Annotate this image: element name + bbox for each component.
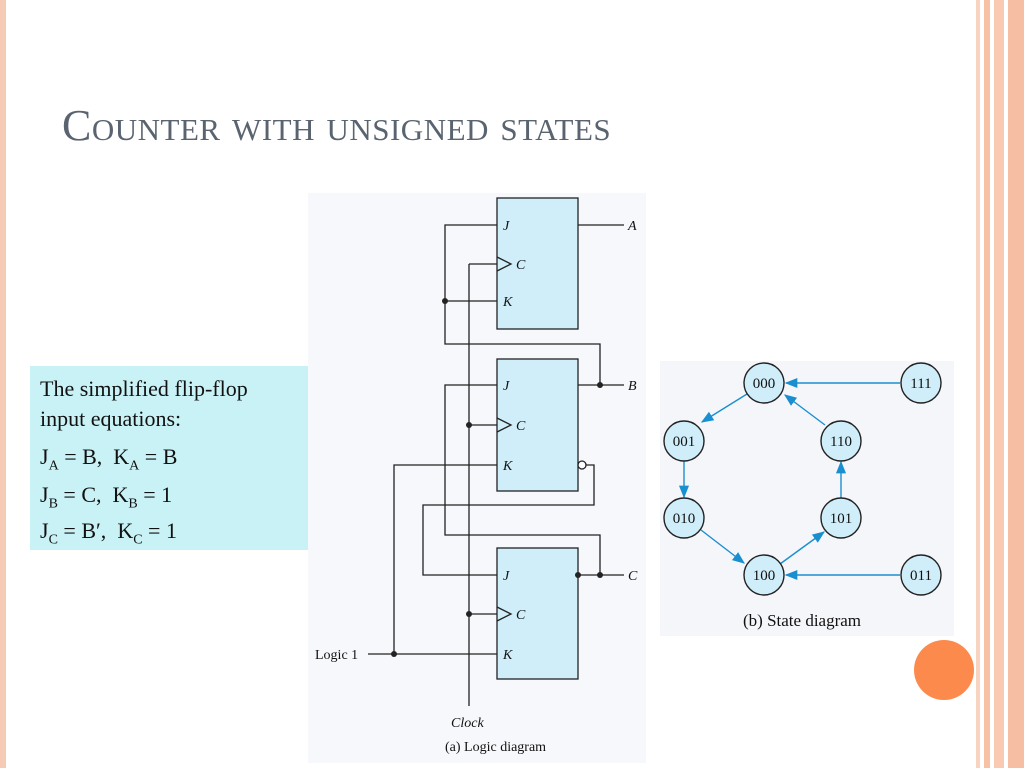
k-sub: A — [129, 458, 140, 474]
state-diagram-background — [660, 361, 954, 636]
k-var: K — [112, 482, 129, 507]
k-var: K — [117, 518, 134, 543]
left-border — [0, 0, 6, 768]
k-var: K — [113, 444, 130, 469]
equations-intro-line-1: The simplified flip-flop — [40, 376, 248, 401]
j-sub: A — [48, 458, 59, 474]
clock-label: Clock — [451, 716, 484, 731]
pin-k-b: K — [502, 459, 513, 474]
j-sub: B — [48, 496, 58, 512]
k-value: = 1 — [137, 482, 173, 507]
state-label-000: 000 — [753, 376, 776, 392]
clock-triangle-b — [496, 417, 513, 433]
j-var: J — [40, 518, 49, 543]
wire-bprime-to-jc — [422, 464, 595, 576]
pin-j-c: J — [503, 569, 510, 584]
logic-diagram — [368, 197, 624, 706]
pin-k-c: K — [502, 648, 513, 663]
complement-bubble — [577, 460, 587, 470]
state-label-010: 010 — [673, 511, 696, 527]
state-label-100: 100 — [753, 568, 776, 584]
k-sub: B — [128, 496, 138, 512]
state-node-110 — [820, 420, 862, 462]
k-value: = 1 — [142, 518, 177, 543]
equations-intro-line-2: input equations: — [40, 406, 182, 431]
state-node-010 — [663, 497, 705, 539]
wire-b-to-ja-ka — [444, 224, 601, 385]
equation-row-a: JA = B, KA = B — [40, 444, 177, 474]
state-node-001 — [663, 420, 705, 462]
state-node-101 — [820, 497, 862, 539]
k-value: = B — [139, 444, 178, 469]
j-value: = B′, — [57, 518, 118, 543]
state-label-110: 110 — [830, 434, 852, 450]
pin-k-a: K — [502, 295, 513, 310]
equation-row-c: JC = B′, KC = 1 — [40, 518, 177, 548]
j-value: = C, — [57, 482, 113, 507]
output-label-c: C — [628, 569, 638, 584]
logic-diagram-caption: (a) Logic diagram — [445, 740, 546, 755]
clock-triangle-a — [496, 256, 513, 272]
wire-c-to-jb — [444, 384, 601, 575]
state-node-100 — [743, 554, 785, 596]
j-var: J — [40, 482, 49, 507]
clock-triangle-c — [496, 606, 513, 622]
pin-c-a: C — [516, 258, 526, 273]
k-sub: C — [133, 532, 143, 548]
j-var: J — [40, 444, 49, 469]
state-node-011 — [900, 554, 942, 596]
equations-box: The simplified flip-flop input equations… — [30, 366, 352, 550]
state-diagram: 000 001 010 100 101 110 111 011 (b) Stat… — [663, 362, 942, 630]
logic-diagram-background — [308, 193, 646, 763]
slide-title: Counter with unsigned states — [62, 101, 612, 150]
wire-logic1-to-kb — [393, 464, 497, 654]
output-label-a: A — [627, 219, 637, 234]
transition-000-001 — [700, 393, 748, 423]
accent-circle — [914, 640, 974, 700]
state-label-001: 001 — [673, 434, 696, 450]
transition-010-100 — [700, 529, 745, 564]
pin-c-c: C — [516, 608, 526, 623]
equation-row-b: JB = C, KB = 1 — [40, 482, 172, 512]
output-label-b: B — [628, 379, 637, 394]
state-node-111 — [900, 362, 942, 404]
j-value: = B, — [58, 444, 114, 469]
pin-j-b: J — [503, 379, 510, 394]
state-diagram-caption: (b) State diagram — [743, 611, 861, 630]
pin-j-a: J — [503, 219, 510, 234]
transition-110-000 — [783, 394, 826, 426]
pin-c-b: C — [516, 419, 526, 434]
state-label-011: 011 — [910, 568, 932, 584]
logic1-label: Logic 1 — [315, 648, 358, 663]
j-sub: C — [48, 532, 58, 548]
junction-dots — [391, 298, 603, 657]
state-node-000 — [743, 362, 785, 404]
state-label-101: 101 — [830, 511, 853, 527]
right-border-stripes — [976, 0, 1024, 768]
state-label-111: 111 — [910, 376, 931, 392]
transition-100-101 — [779, 531, 826, 565]
